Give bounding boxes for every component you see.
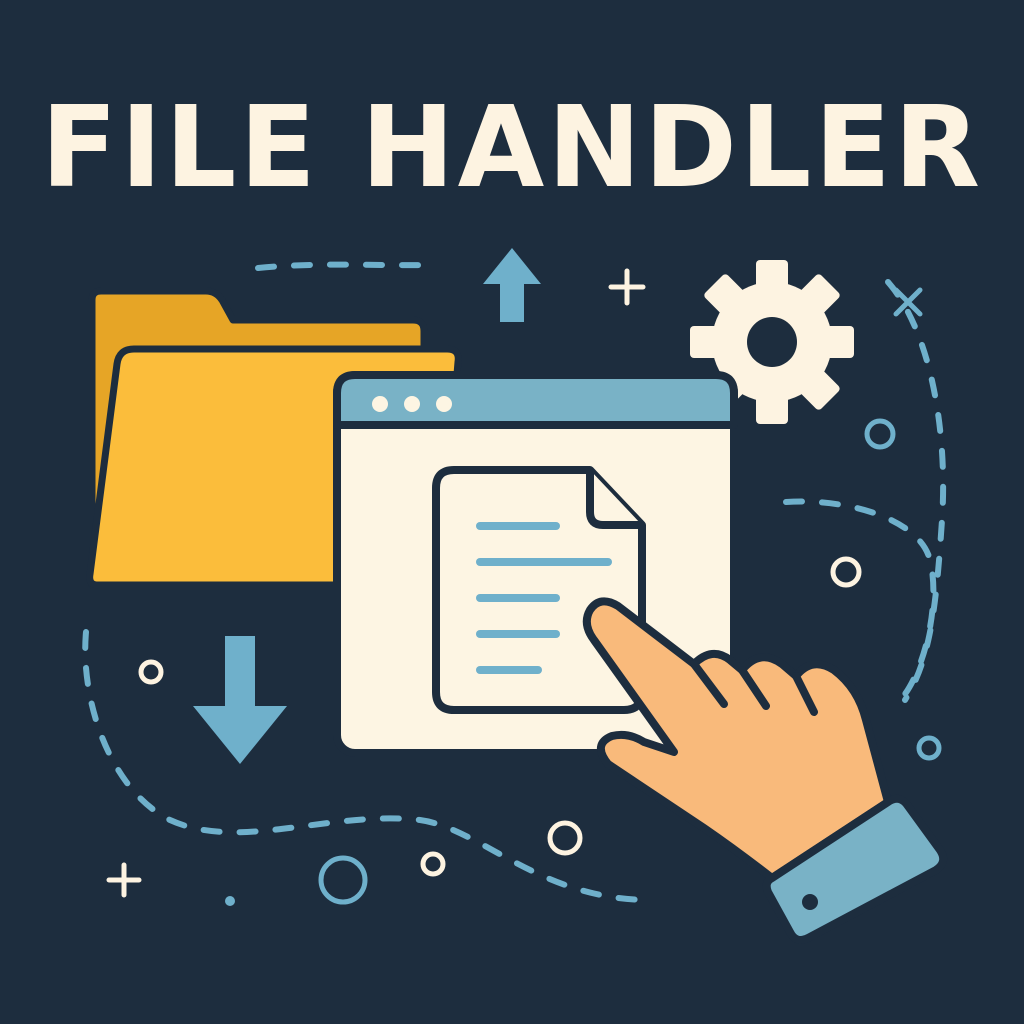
cross-decoration bbox=[893, 287, 923, 317]
plus-decoration bbox=[608, 268, 646, 306]
cuff-button bbox=[802, 894, 818, 910]
dashed-line-top bbox=[255, 261, 431, 271]
dashed-curve-right bbox=[885, 279, 947, 703]
pointing-hand-icon bbox=[582, 597, 948, 944]
window-dot bbox=[404, 396, 420, 412]
plus-decoration bbox=[106, 862, 142, 898]
ring-decoration bbox=[864, 418, 896, 450]
ring-decoration bbox=[420, 851, 446, 877]
title: FILE HANDLER bbox=[40, 83, 984, 213]
ring-decoration bbox=[138, 659, 164, 685]
arrow-up-icon bbox=[483, 248, 541, 322]
document-icon bbox=[432, 466, 646, 714]
dashed-curve-bottom bbox=[82, 629, 653, 903]
ring-decoration bbox=[318, 855, 368, 905]
window-dot bbox=[372, 396, 388, 412]
ring-decoration bbox=[547, 820, 583, 856]
window-dot bbox=[436, 396, 452, 412]
ring-decoration bbox=[830, 556, 862, 588]
ring-decoration bbox=[916, 735, 942, 761]
dashed-path-decorations bbox=[82, 261, 947, 903]
arrow-down-icon bbox=[193, 636, 287, 764]
dot-decoration bbox=[225, 896, 235, 906]
sparkle-decorations bbox=[106, 268, 942, 906]
